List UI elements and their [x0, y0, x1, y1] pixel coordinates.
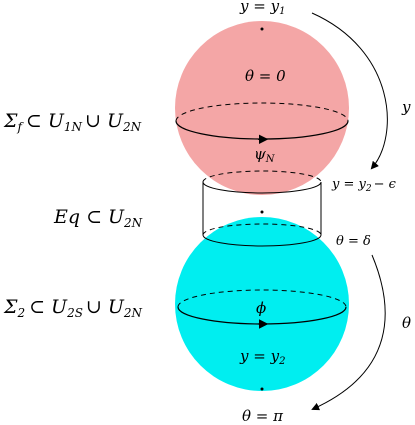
north-pole-dot [260, 27, 264, 31]
label-theta-arrow: θ [402, 314, 411, 332]
north-equator-back [175, 102, 349, 122]
cylinder-bottom-front [202, 234, 322, 247]
south-pole-dot [260, 387, 264, 391]
label-phi: ϕ [256, 299, 266, 317]
south-sphere [175, 217, 349, 391]
label-theta-delta: θ = δ [336, 234, 371, 249]
label-y-arrow: y [401, 98, 411, 116]
center-dot [260, 210, 264, 214]
label-eq: Eq ⊂ U2N [53, 206, 143, 230]
label-theta-pi: θ = π [242, 407, 284, 425]
label-psi-n: ψN [254, 145, 276, 165]
north-sphere [175, 21, 349, 195]
label-sigma-f: Σf⊂ U1N∪ U2N [3, 110, 142, 134]
label-theta-zero: θ = 0 [245, 67, 286, 85]
label-sigma-2: Σ2⊂ U2S∪ U2N [3, 296, 143, 320]
theta-curved-arrow [311, 254, 386, 411]
label-y-y2-eps: y = y2− ϵ [331, 177, 397, 194]
south-equator-back [177, 289, 347, 308]
y-curved-arrow [311, 12, 388, 170]
cylinder-top-front [202, 181, 322, 194]
label-y-y2: y = y2 [239, 347, 285, 367]
label-y-top: y = y1 [239, 0, 285, 17]
